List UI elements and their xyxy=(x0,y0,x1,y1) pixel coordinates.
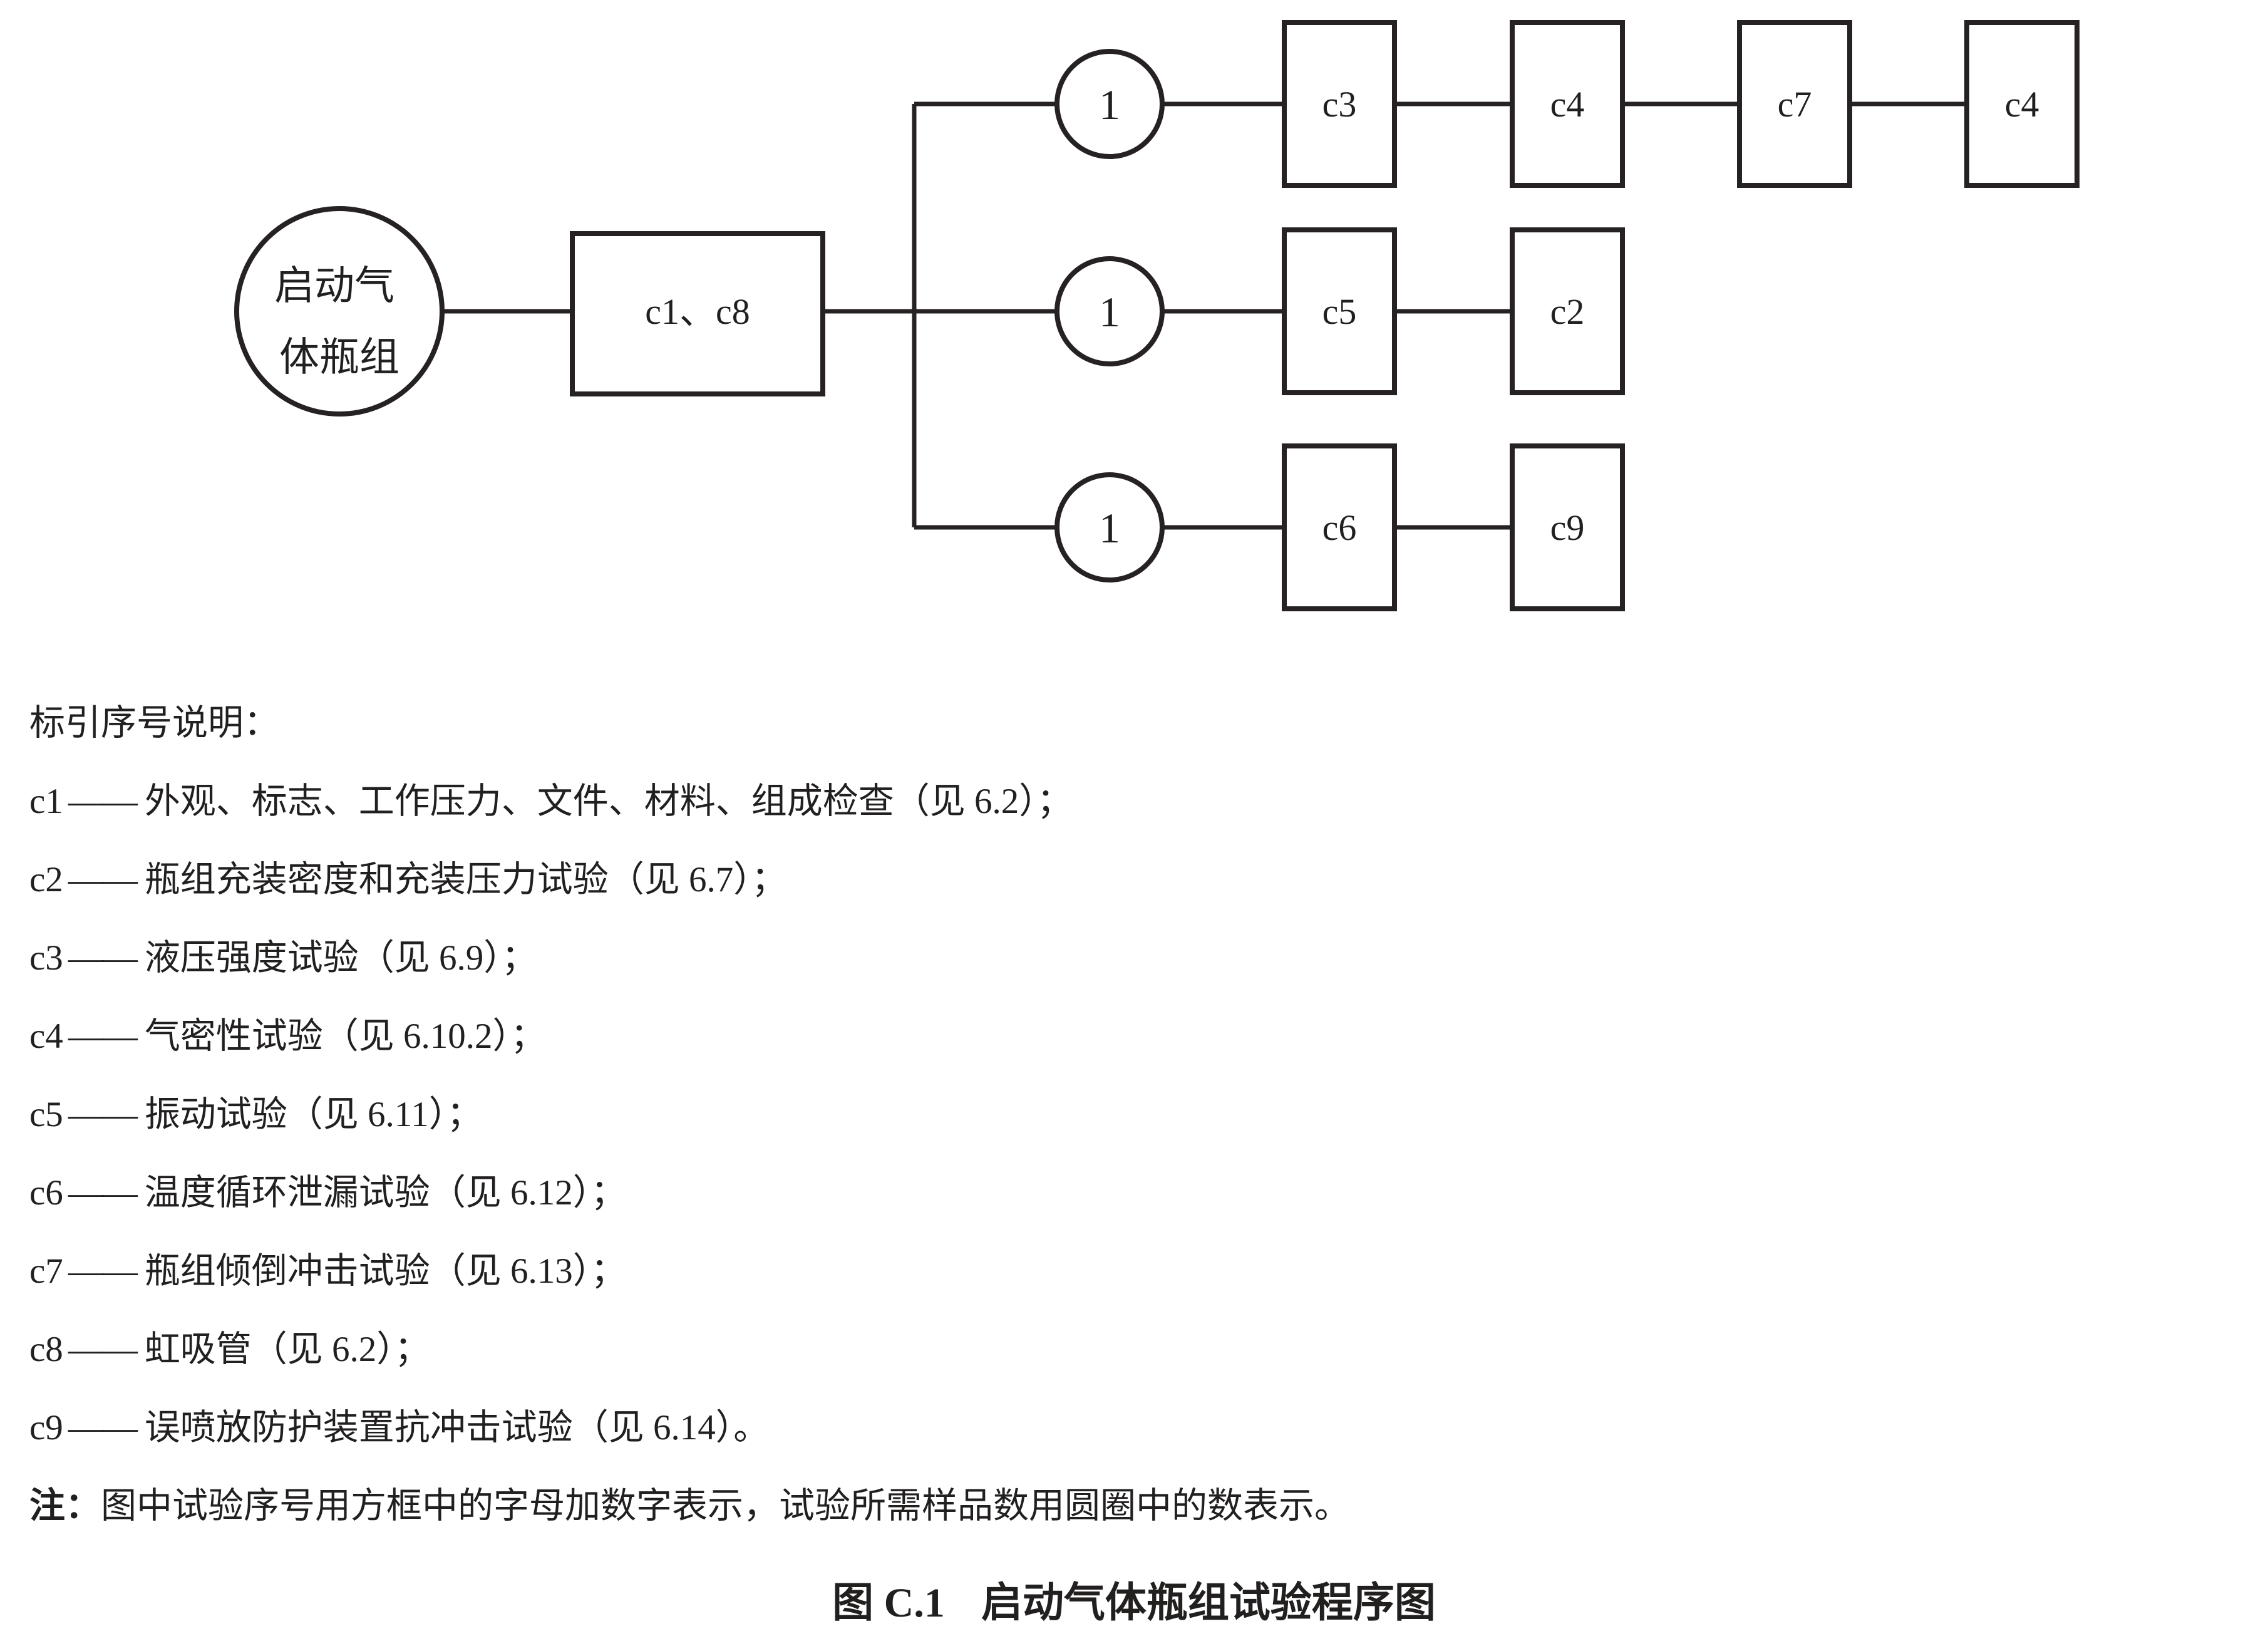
legend-item-id: c2 xyxy=(29,860,63,899)
note-row: 注：图中试验序号用方框中的字母加数字表示，试验所需样品数用圆圈中的数表示。 xyxy=(29,1467,1350,1545)
figure-number: 图 C.1 xyxy=(832,1580,945,1626)
box-middle-1-label: c5 xyxy=(1322,291,1357,332)
sample-count-circle-middle xyxy=(1054,256,1165,366)
legend-item-desc: 外观、标志、工作压力、文件、材料、组成检查（见 6.2）； xyxy=(144,782,1073,821)
legend-item-dash: —— xyxy=(68,1173,138,1213)
legend-item-c6: c6——温度循环泄漏试验（见 6.12）； xyxy=(29,1154,1350,1232)
legend-item-c2: c2——瓶组充装密度和充装压力试验（见 6.7）； xyxy=(29,841,1350,919)
box-top-2 xyxy=(1510,20,1625,188)
legend-item-desc: 液压强度试验（见 6.9）； xyxy=(144,938,537,978)
legend-item-dash: —— xyxy=(68,1017,138,1056)
box-bottom-2-label: c9 xyxy=(1550,507,1585,548)
box-top-4-label: c4 xyxy=(2005,84,2039,125)
legend-item-desc: 振动试验（见 6.11）； xyxy=(144,1095,483,1134)
legend-item-id: c9 xyxy=(29,1408,63,1447)
box-top-3 xyxy=(1737,20,1852,188)
legend-item-c9: c9——误喷放防护装置抗冲击试验（见 6.14）。 xyxy=(29,1389,1350,1467)
sample-count-circle-top xyxy=(1054,49,1165,159)
sample-count-circle-bottom xyxy=(1054,472,1165,582)
box-top-1 xyxy=(1282,20,1397,188)
legend: 标引序号说明： c1——外观、标志、工作压力、文件、材料、组成检查（见 6.2）… xyxy=(29,684,1350,1545)
flowchart-figure: 启动气 体瓶组 c1、c8 1 1 1 c3 c4 c7 c4 c5 c2 c6… xyxy=(234,20,2080,611)
legend-item-dash: —— xyxy=(68,1251,138,1291)
sample-count-top-label: 1 xyxy=(1099,81,1120,128)
legend-item-dash: —— xyxy=(68,1408,138,1447)
legend-item-c3: c3——液压强度试验（见 6.9）； xyxy=(29,919,1350,997)
box-bottom-2 xyxy=(1510,443,1625,611)
legend-item-c7: c7——瓶组倾倒冲击试验（见 6.13）； xyxy=(29,1232,1350,1310)
figure-caption: 图 C.1 启动气体瓶组试验程序图 xyxy=(0,1569,2268,1638)
box-top-1-label: c3 xyxy=(1322,84,1357,125)
legend-item-desc: 气密性试验（见 6.10.2）； xyxy=(144,1017,547,1056)
box-c1-c8 xyxy=(570,231,825,396)
legend-item-id: c1 xyxy=(29,782,63,821)
legend-item-id: c5 xyxy=(29,1095,63,1134)
legend-item-desc: 瓶组倾倒冲击试验（见 6.13）； xyxy=(144,1251,627,1291)
legend-item-id: c8 xyxy=(29,1330,63,1369)
legend-item-c5: c5——振动试验（见 6.11）； xyxy=(29,1075,1350,1154)
legend-item-c1: c1——外观、标志、工作压力、文件、材料、组成检查（见 6.2）； xyxy=(29,762,1350,841)
legend-item-id: c3 xyxy=(29,938,63,978)
figure-title: 启动气体瓶组试验程序图 xyxy=(981,1580,1436,1626)
legend-item-c4: c4——气密性试验（见 6.10.2）； xyxy=(29,997,1350,1075)
legend-item-desc: 瓶组充装密度和充装压力试验（见 6.7）； xyxy=(144,860,787,899)
box-top-3-label: c7 xyxy=(1778,84,1812,125)
sample-count-middle-label: 1 xyxy=(1099,288,1120,336)
box-top-2-label: c4 xyxy=(1550,84,1585,125)
legend-item-dash: —— xyxy=(68,782,138,821)
note-label: 注： xyxy=(29,1486,101,1526)
legend-item-desc: 误喷放防护装置抗冲击试验（见 6.14）。 xyxy=(144,1408,770,1447)
legend-item-dash: —— xyxy=(68,860,138,899)
box-bottom-1-label: c6 xyxy=(1322,507,1357,548)
box-middle-1 xyxy=(1282,227,1397,395)
legend-item-desc: 虹吸管（见 6.2）； xyxy=(144,1330,430,1369)
box-c1-c8-label: c1、c8 xyxy=(645,291,750,332)
box-middle-2 xyxy=(1510,227,1625,395)
legend-item-c8: c8——虹吸管（见 6.2）； xyxy=(29,1310,1350,1389)
start-node-label: 启动气 体瓶组 xyxy=(274,264,405,380)
box-middle-2-label: c2 xyxy=(1550,291,1585,332)
box-bottom-1 xyxy=(1282,443,1397,611)
sample-count-bottom-label: 1 xyxy=(1099,504,1120,552)
legend-item-id: c4 xyxy=(29,1017,63,1056)
connector-lines xyxy=(442,101,1967,530)
box-top-4 xyxy=(1964,20,2080,188)
legend-item-dash: —— xyxy=(68,1330,138,1369)
note-text: 图中试验序号用方框中的字母加数字表示，试验所需样品数用圆圈中的数表示。 xyxy=(101,1486,1350,1526)
legend-item-desc: 温度循环泄漏试验（见 6.12）； xyxy=(144,1173,627,1213)
start-node-circle xyxy=(234,206,445,417)
legend-item-id: c6 xyxy=(29,1173,63,1213)
legend-item-id: c7 xyxy=(29,1251,63,1291)
legend-title: 标引序号说明： xyxy=(29,703,279,743)
legend-item-dash: —— xyxy=(68,1095,138,1134)
legend-item-dash: —— xyxy=(68,938,138,978)
